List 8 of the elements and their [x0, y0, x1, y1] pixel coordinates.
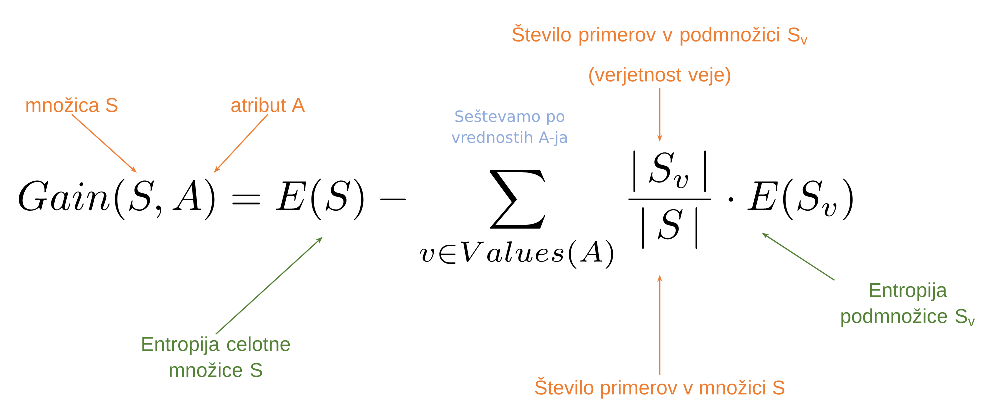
annotation-text: Entropija celotne množice S — [142, 336, 290, 378]
annotation-text: Entropija podmnožice S$_{v}$ — [842, 282, 976, 328]
annotation-text: Seštevamo po vrednostih A-ja — [452, 110, 568, 146]
annotation-text: Število primerov v podmnožici S$_{v}$ (verjetnost veje) — [512, 24, 808, 86]
annotation-text: atribut A — [232, 98, 306, 112]
annotation-text: množica S — [26, 98, 118, 112]
annotation-text: Število primerov v množici S — [535, 377, 785, 399]
formula: $Gain(S,A)=E(S)-\sum_{v\in Values(A)}\frac{|\,S_v\,|}{|\,S\,|}\cdot E(S_v)$ — [19, 150, 853, 270]
